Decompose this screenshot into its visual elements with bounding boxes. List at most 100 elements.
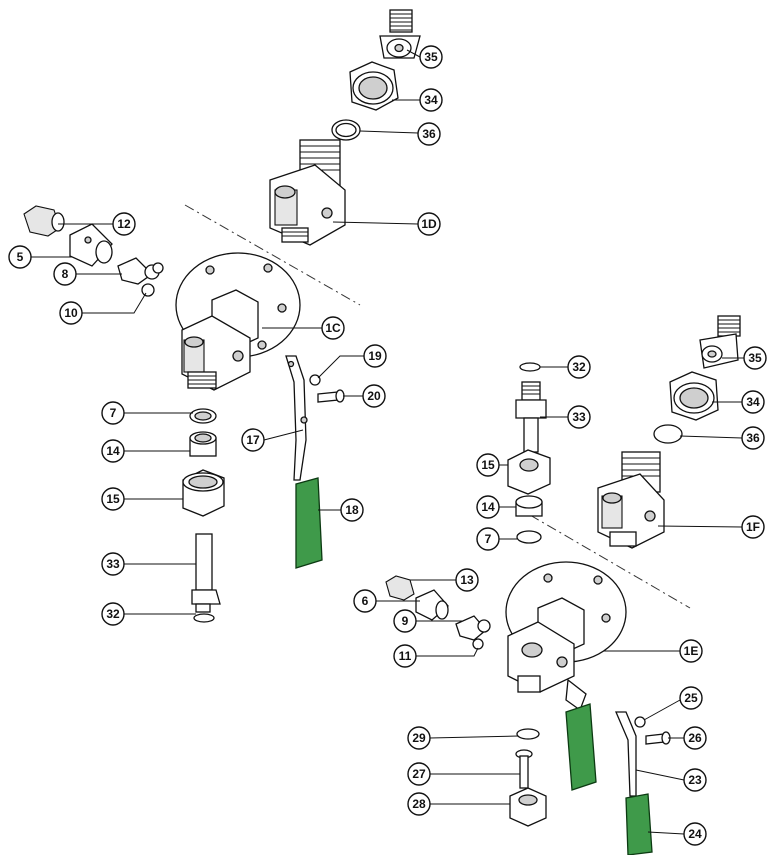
svg-text:34: 34 bbox=[424, 93, 438, 107]
callout-5: 5 bbox=[8, 245, 32, 269]
callout-1C: 1C bbox=[321, 316, 345, 340]
svg-text:7: 7 bbox=[110, 406, 117, 420]
callout-11: 11 bbox=[393, 644, 417, 668]
callout-20: 20 bbox=[362, 384, 386, 408]
part-7-lower bbox=[516, 530, 542, 544]
svg-text:36: 36 bbox=[746, 431, 760, 445]
part-15-upper bbox=[182, 469, 225, 517]
svg-text:33: 33 bbox=[106, 557, 120, 571]
svg-text:28: 28 bbox=[412, 797, 426, 811]
callout-6: 6 bbox=[353, 589, 377, 613]
svg-text:36: 36 bbox=[422, 127, 436, 141]
part-1E-handle bbox=[565, 703, 597, 791]
callout-8: 8 bbox=[53, 262, 77, 286]
part-28 bbox=[509, 787, 547, 827]
callout-36-lower: 36 bbox=[741, 426, 765, 450]
svg-text:15: 15 bbox=[106, 492, 120, 506]
callout-33-lower: 33 bbox=[567, 405, 591, 429]
leader-lines bbox=[31, 49, 744, 835]
svg-text:15: 15 bbox=[481, 458, 495, 472]
part-27 bbox=[515, 749, 533, 789]
part-19 bbox=[309, 374, 321, 386]
callout-15-upper: 15 bbox=[101, 487, 125, 511]
part-1D bbox=[269, 139, 346, 246]
callout-18: 18 bbox=[340, 498, 364, 522]
part-14-upper bbox=[189, 431, 217, 457]
callout-26: 26 bbox=[683, 726, 707, 750]
part-35-upper bbox=[379, 9, 421, 59]
svg-text:26: 26 bbox=[688, 731, 702, 745]
callout-1E: 1E bbox=[679, 639, 703, 663]
svg-text:11: 11 bbox=[399, 649, 412, 663]
svg-text:24: 24 bbox=[688, 827, 702, 841]
part-13 bbox=[385, 575, 415, 601]
part-34-upper bbox=[349, 61, 399, 111]
callout-29: 29 bbox=[407, 726, 431, 750]
svg-text:27: 27 bbox=[412, 767, 426, 781]
callout-36-upper: 36 bbox=[417, 122, 441, 146]
part-10 bbox=[141, 283, 155, 297]
svg-text:17: 17 bbox=[246, 433, 260, 447]
callout-23: 23 bbox=[683, 768, 707, 792]
callout-28: 28 bbox=[407, 792, 431, 816]
callout-27: 27 bbox=[407, 762, 431, 786]
callout-1F: 1F bbox=[741, 515, 765, 539]
svg-text:32: 32 bbox=[106, 607, 120, 621]
part-25 bbox=[634, 716, 646, 728]
callout-19: 19 bbox=[363, 344, 387, 368]
part-32-lower bbox=[519, 362, 541, 372]
svg-text:34: 34 bbox=[746, 395, 760, 409]
part-34-lower bbox=[669, 371, 719, 421]
svg-text:8: 8 bbox=[62, 267, 69, 281]
callout-1D: 1D bbox=[417, 212, 441, 236]
part-12 bbox=[23, 205, 65, 237]
svg-text:12: 12 bbox=[117, 217, 131, 231]
callout-14-upper: 14 bbox=[101, 439, 125, 463]
svg-text:6: 6 bbox=[362, 594, 369, 608]
part-1F bbox=[597, 451, 665, 549]
callout-9: 9 bbox=[393, 609, 417, 633]
part-29 bbox=[516, 728, 540, 740]
part-23 bbox=[615, 711, 637, 797]
svg-text:13: 13 bbox=[460, 573, 474, 587]
svg-text:32: 32 bbox=[572, 360, 586, 374]
callout-35-upper: 35 bbox=[419, 45, 443, 69]
svg-text:35: 35 bbox=[424, 50, 438, 64]
part-32-upper bbox=[193, 613, 215, 623]
svg-text:14: 14 bbox=[106, 444, 120, 458]
svg-text:33: 33 bbox=[572, 410, 586, 424]
part-20 bbox=[317, 389, 345, 403]
part-14-lower bbox=[515, 495, 543, 517]
callout-32-lower: 32 bbox=[567, 355, 591, 379]
callout-25: 25 bbox=[679, 686, 703, 710]
callout-10: 10 bbox=[59, 301, 83, 325]
part-8 bbox=[117, 257, 164, 285]
part-7-upper bbox=[189, 408, 217, 424]
center-axis-lower bbox=[529, 514, 691, 609]
svg-text:5: 5 bbox=[17, 250, 24, 264]
svg-text:1C: 1C bbox=[325, 321, 341, 335]
svg-text:23: 23 bbox=[688, 773, 702, 787]
callout-35-lower: 35 bbox=[743, 346, 767, 370]
part-17 bbox=[285, 355, 308, 481]
part-36-lower bbox=[653, 424, 683, 444]
part-35-lower bbox=[699, 315, 741, 369]
callout-34-upper: 34 bbox=[419, 88, 443, 112]
svg-text:20: 20 bbox=[367, 389, 381, 403]
part-11 bbox=[472, 638, 484, 650]
callout-15-lower: 15 bbox=[476, 453, 500, 477]
svg-text:9: 9 bbox=[402, 614, 409, 628]
svg-text:1D: 1D bbox=[421, 217, 437, 231]
svg-text:1E: 1E bbox=[684, 644, 699, 658]
svg-text:10: 10 bbox=[64, 306, 78, 320]
svg-text:14: 14 bbox=[481, 500, 495, 514]
callout-32-upper: 32 bbox=[101, 602, 125, 626]
part-26 bbox=[645, 731, 671, 745]
part-33-lower bbox=[515, 381, 547, 453]
callout-13: 13 bbox=[455, 568, 479, 592]
svg-text:29: 29 bbox=[412, 731, 426, 745]
center-axis-upper bbox=[184, 204, 361, 306]
part-6 bbox=[415, 589, 449, 621]
part-18-handle bbox=[295, 477, 323, 569]
